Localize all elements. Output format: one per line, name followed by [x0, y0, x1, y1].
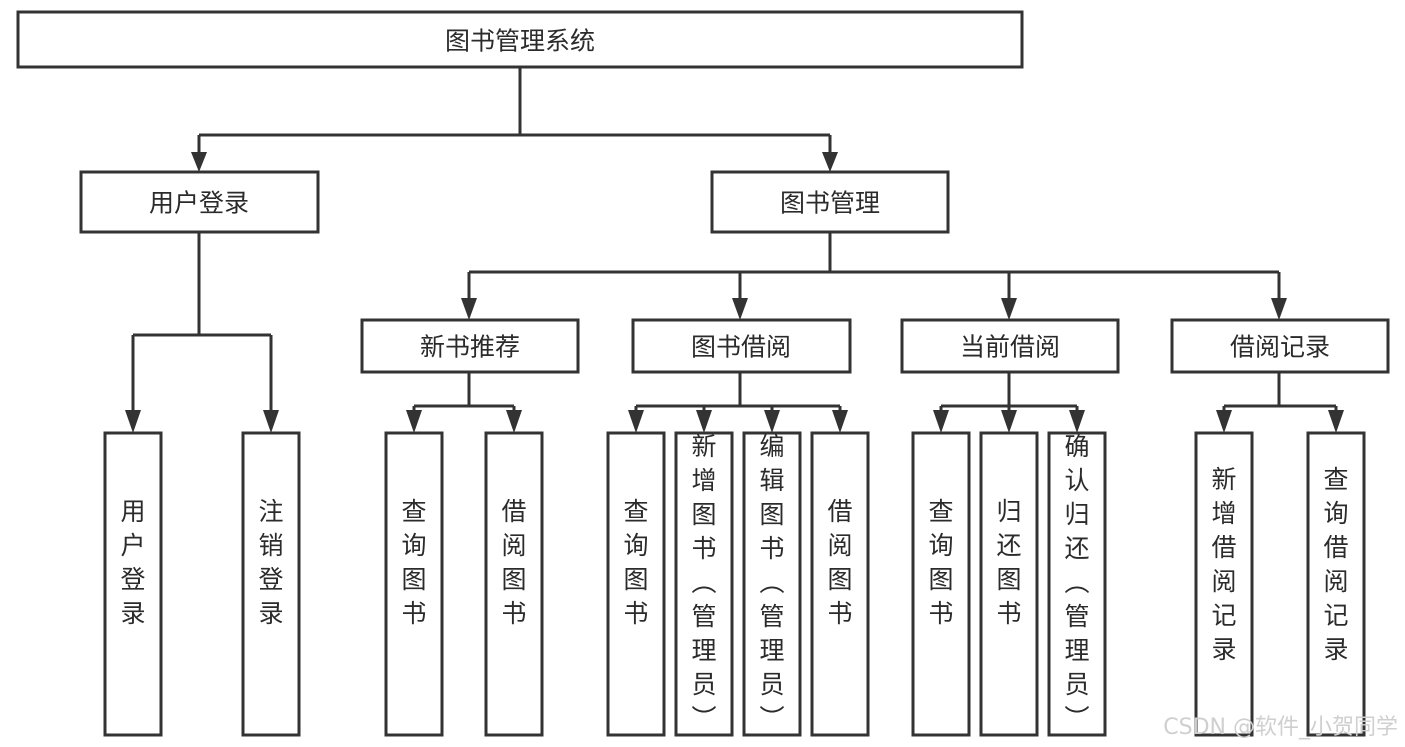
leaf-current-borrow-0-box — [911, 431, 971, 737]
leaf-new-book-recommend-1-box — [484, 431, 544, 737]
arrowhead-leaf-user-login-0 — [125, 410, 141, 433]
leaf-book-borrow-3[interactable]: 借阅图书 — [810, 431, 870, 737]
node-book-management-box — [710, 170, 950, 234]
leaf-new-book-recommend-0[interactable]: 查询图书 — [384, 431, 444, 737]
node-book-borrow[interactable]: 图书借阅 — [631, 318, 852, 374]
arrowhead-level3-3 — [1271, 298, 1287, 320]
leaf-borrow-record-1-box — [1306, 431, 1366, 737]
watermark-label: CSDN @软件_小贺同学 — [1163, 715, 1398, 740]
arrowhead-level3-1 — [732, 298, 748, 320]
leaf-book-borrow-3-box — [810, 431, 870, 737]
node-new-book-recommend-label: 新书推荐 — [420, 333, 520, 362]
leaf-book-borrow-2-box — [742, 431, 802, 737]
node-user-login-label: 用户登录 — [149, 189, 249, 218]
node-current-borrow-box — [900, 318, 1120, 374]
leaf-borrow-record-0-box — [1194, 431, 1254, 737]
arrowhead-leaf-user-login-1 — [263, 410, 279, 433]
node-current-borrow[interactable]: 当前借阅 — [900, 318, 1120, 374]
node-borrow-record-label: 借阅记录 — [1230, 333, 1330, 362]
arrowhead-book-manage — [822, 152, 838, 172]
node-book-borrow-label: 图书借阅 — [691, 333, 791, 362]
arrowhead-leaf-current-borrow-1 — [1001, 410, 1017, 433]
node-new-book-recommend[interactable]: 新书推荐 — [360, 318, 580, 374]
leaf-user-login-0-label: 用户登录 — [120, 497, 145, 628]
node-book-management-label: 图书管理 — [780, 189, 880, 218]
arrowhead-leaf-borrow-record-0 — [1216, 410, 1232, 433]
arrowhead-user-login — [191, 152, 207, 172]
leaf-user-login-1[interactable]: 注销登录 — [241, 431, 301, 737]
node-book-borrow-box — [631, 318, 852, 374]
leaf-current-borrow-2-box — [1047, 431, 1107, 737]
arrowhead-leaf-current-borrow-2 — [1069, 410, 1085, 433]
leaf-new-book-recommend-1-label: 借阅图书 — [501, 497, 526, 628]
arrowhead-leaf-new-book-1 — [506, 410, 522, 433]
leaf-current-borrow-2[interactable]: 确认归还︵管理员︶ — [1047, 431, 1107, 737]
node-new-book-recommend-box — [360, 318, 580, 374]
leaf-book-borrow-2-label: 编辑图书︵管理员︶ — [759, 432, 784, 733]
leaf-new-book-recommend-0-box — [384, 431, 444, 737]
leaf-borrow-record-1-label: 查询借阅记录 — [1323, 465, 1348, 664]
leaf-current-borrow-1[interactable]: 归还图书 — [979, 431, 1039, 737]
connector-layer — [125, 67, 1344, 433]
node-root-book-management-system[interactable]: 图书管理系统 — [16, 10, 1024, 69]
node-book-management[interactable]: 图书管理 — [710, 170, 950, 234]
leaf-book-borrow-1-label: 新增图书︵管理员︶ — [691, 432, 716, 733]
leaf-current-borrow-1-label: 归还图书 — [996, 497, 1021, 628]
leaf-book-borrow-1[interactable]: 新增图书︵管理员︶ — [674, 431, 734, 737]
arrowhead-leaf-book-borrow-3 — [832, 410, 848, 433]
leaf-current-borrow-0-label: 查询图书 — [928, 497, 953, 628]
leaf-book-borrow-2[interactable]: 编辑图书︵管理员︶ — [742, 431, 802, 737]
leaf-book-borrow-0[interactable]: 查询图书 — [606, 431, 666, 737]
leaf-book-borrow-3-label: 借阅图书 — [827, 497, 852, 628]
leaf-current-borrow-1-box — [979, 431, 1039, 737]
arrowhead-leaf-current-borrow-0 — [933, 410, 949, 433]
leaf-new-book-recommend-0-label: 查询图书 — [401, 497, 426, 628]
leaf-borrow-record-0[interactable]: 新增借阅记录 — [1194, 431, 1254, 737]
node-user-login[interactable]: 用户登录 — [79, 170, 320, 234]
leaf-book-borrow-0-label: 查询图书 — [623, 497, 648, 628]
node-borrow-record-box — [1170, 318, 1390, 374]
arrowhead-leaf-book-borrow-1 — [696, 410, 712, 433]
arrowhead-leaf-book-borrow-2 — [764, 410, 780, 433]
leaf-user-login-1-label: 注销登录 — [258, 497, 283, 628]
arrowhead-leaf-book-borrow-0 — [628, 410, 644, 433]
arrowhead-leaf-borrow-record-1 — [1328, 410, 1344, 433]
node-borrow-record[interactable]: 借阅记录 — [1170, 318, 1390, 374]
leaf-new-book-recommend-1[interactable]: 借阅图书 — [484, 431, 544, 737]
leaf-current-borrow-0[interactable]: 查询图书 — [911, 431, 971, 737]
node-current-borrow-label: 当前借阅 — [960, 333, 1060, 362]
leaf-user-login-0-box — [103, 431, 163, 737]
arrowhead-leaf-new-book-0 — [406, 410, 422, 433]
leaf-borrow-record-1[interactable]: 查询借阅记录 — [1306, 431, 1366, 737]
leaf-current-borrow-2-label: 确认归还︵管理员︶ — [1064, 432, 1089, 733]
leaf-book-borrow-0-box — [606, 431, 666, 737]
arrowhead-level3-0 — [461, 298, 477, 320]
node-root-box — [16, 10, 1024, 69]
leaf-user-login-1-box — [241, 431, 301, 737]
leaf-borrow-record-0-label: 新增借阅记录 — [1211, 465, 1236, 664]
arrowhead-level3-2 — [1001, 298, 1017, 320]
node-user-login-box — [79, 170, 320, 234]
leaf-book-borrow-1-box — [674, 431, 734, 737]
node-root-label: 图书管理系统 — [445, 27, 595, 56]
leaf-user-login-0[interactable]: 用户登录 — [103, 431, 163, 737]
